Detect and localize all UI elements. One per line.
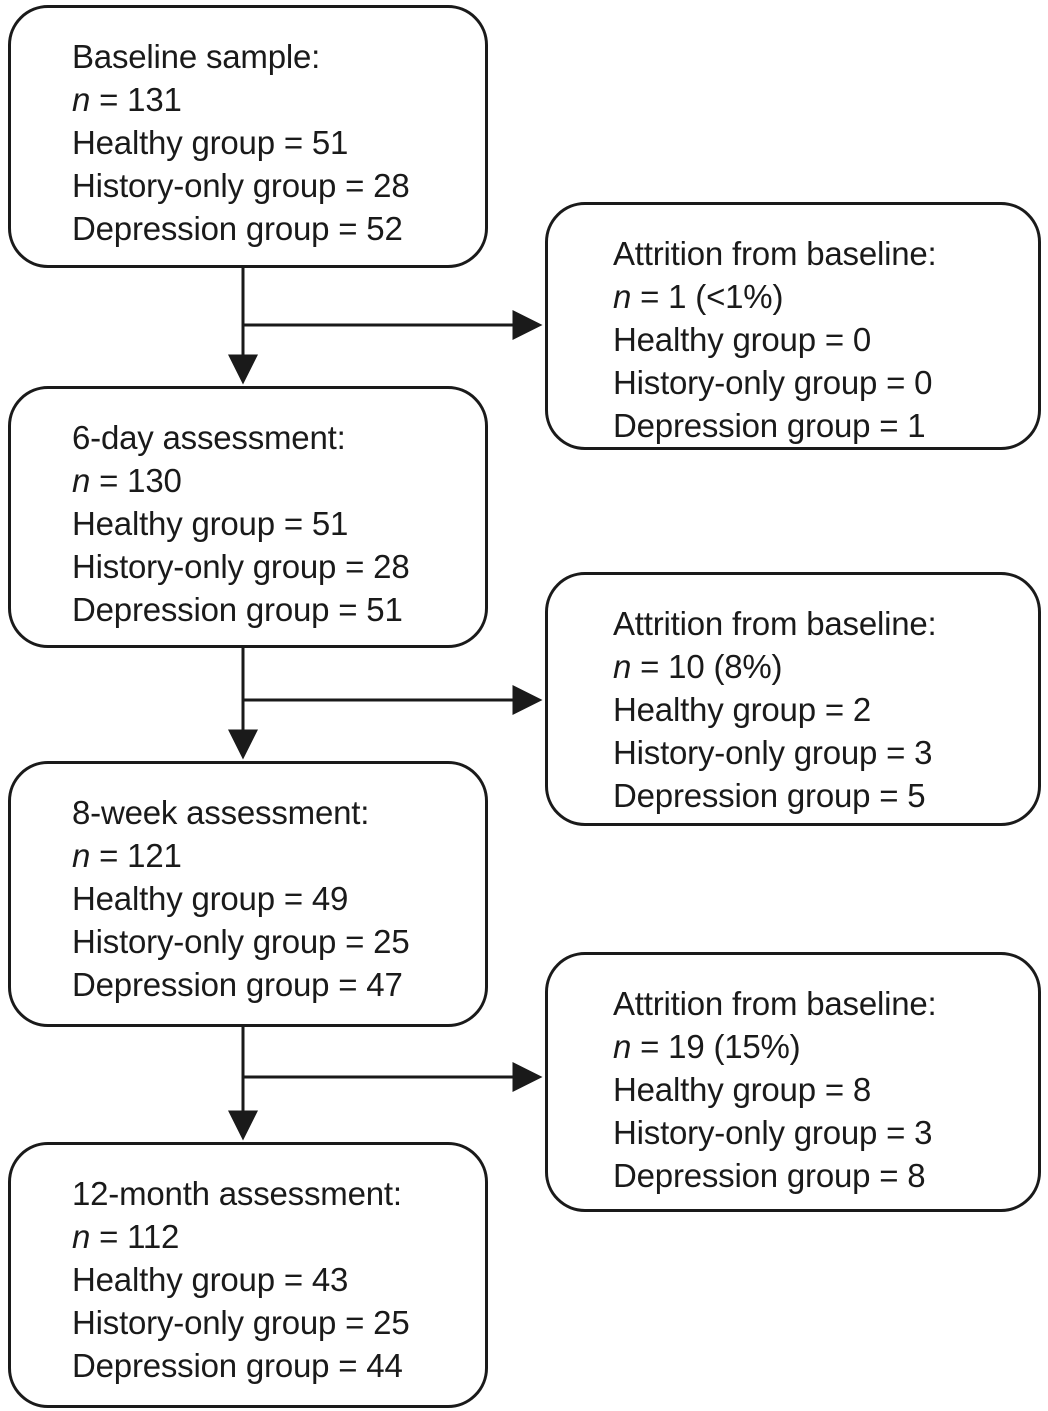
attrition-box-1: Attrition from baseline: n = 1 (<1%) Hea… bbox=[545, 202, 1041, 450]
depression-group-line: Depression group = 5 bbox=[613, 777, 926, 814]
history-only-group-line: History-only group = 25 bbox=[72, 1304, 410, 1341]
n-value: = 1 (<1%) bbox=[631, 278, 784, 315]
depression-group-line: Depression group = 51 bbox=[72, 591, 403, 628]
n-line: n = 131 bbox=[72, 78, 471, 121]
six-day-assessment-box: 6-day assessment: n = 130 Healthy group … bbox=[8, 386, 488, 648]
box-title: 12-month assessment: bbox=[72, 1175, 402, 1212]
history-only-group-line: History-only group = 3 bbox=[613, 1114, 933, 1151]
healthy-group-line: Healthy group = 8 bbox=[613, 1071, 872, 1108]
n-line: n = 19 (15%) bbox=[613, 1025, 1024, 1068]
history-only-group-line: History-only group = 3 bbox=[613, 734, 933, 771]
eight-week-assessment-box: 8-week assessment: n = 121 Healthy group… bbox=[8, 761, 488, 1027]
n-symbol: n bbox=[72, 1218, 91, 1255]
depression-group-line: Depression group = 1 bbox=[613, 407, 926, 444]
healthy-group-line: Healthy group = 49 bbox=[72, 880, 349, 917]
n-value: = 121 bbox=[90, 837, 182, 874]
n-value: = 131 bbox=[90, 81, 182, 118]
depression-group-line: Depression group = 44 bbox=[72, 1347, 403, 1384]
baseline-sample-box: Baseline sample: n = 131 Healthy group =… bbox=[8, 5, 488, 268]
box-title: Attrition from baseline: bbox=[613, 605, 937, 642]
history-only-group-line: History-only group = 0 bbox=[613, 364, 933, 401]
n-value: = 130 bbox=[90, 462, 182, 499]
n-value: = 19 (15%) bbox=[631, 1028, 801, 1065]
n-symbol: n bbox=[613, 1028, 632, 1065]
healthy-group-line: Healthy group = 43 bbox=[72, 1261, 349, 1298]
n-line: n = 1 (<1%) bbox=[613, 275, 1024, 318]
n-symbol: n bbox=[72, 81, 91, 118]
depression-group-line: Depression group = 52 bbox=[72, 210, 403, 247]
depression-group-line: Depression group = 47 bbox=[72, 966, 403, 1003]
history-only-group-line: History-only group = 28 bbox=[72, 167, 410, 204]
box-title: 6-day assessment: bbox=[72, 419, 346, 456]
healthy-group-line: Healthy group = 0 bbox=[613, 321, 872, 358]
n-symbol: n bbox=[72, 837, 91, 874]
n-symbol: n bbox=[613, 648, 632, 685]
n-symbol: n bbox=[72, 462, 91, 499]
box-title: 8-week assessment: bbox=[72, 794, 370, 831]
healthy-group-line: Healthy group = 2 bbox=[613, 691, 872, 728]
box-title: Attrition from baseline: bbox=[613, 235, 937, 272]
history-only-group-line: History-only group = 25 bbox=[72, 923, 410, 960]
depression-group-line: Depression group = 8 bbox=[613, 1157, 926, 1194]
box-title: Attrition from baseline: bbox=[613, 985, 937, 1022]
n-symbol: n bbox=[613, 278, 632, 315]
n-line: n = 130 bbox=[72, 459, 471, 502]
n-line: n = 10 (8%) bbox=[613, 645, 1024, 688]
healthy-group-line: Healthy group = 51 bbox=[72, 505, 349, 542]
attrition-box-2: Attrition from baseline: n = 10 (8%) Hea… bbox=[545, 572, 1041, 826]
n-line: n = 121 bbox=[72, 834, 471, 877]
n-line: n = 112 bbox=[72, 1215, 471, 1258]
attrition-box-3: Attrition from baseline: n = 19 (15%) He… bbox=[545, 952, 1041, 1212]
history-only-group-line: History-only group = 28 bbox=[72, 548, 410, 585]
twelve-month-assessment-box: 12-month assessment: n = 112 Healthy gro… bbox=[8, 1142, 488, 1408]
n-value: = 112 bbox=[90, 1218, 180, 1255]
healthy-group-line: Healthy group = 51 bbox=[72, 124, 349, 161]
n-value: = 10 (8%) bbox=[631, 648, 783, 685]
box-title: Baseline sample: bbox=[72, 38, 321, 75]
